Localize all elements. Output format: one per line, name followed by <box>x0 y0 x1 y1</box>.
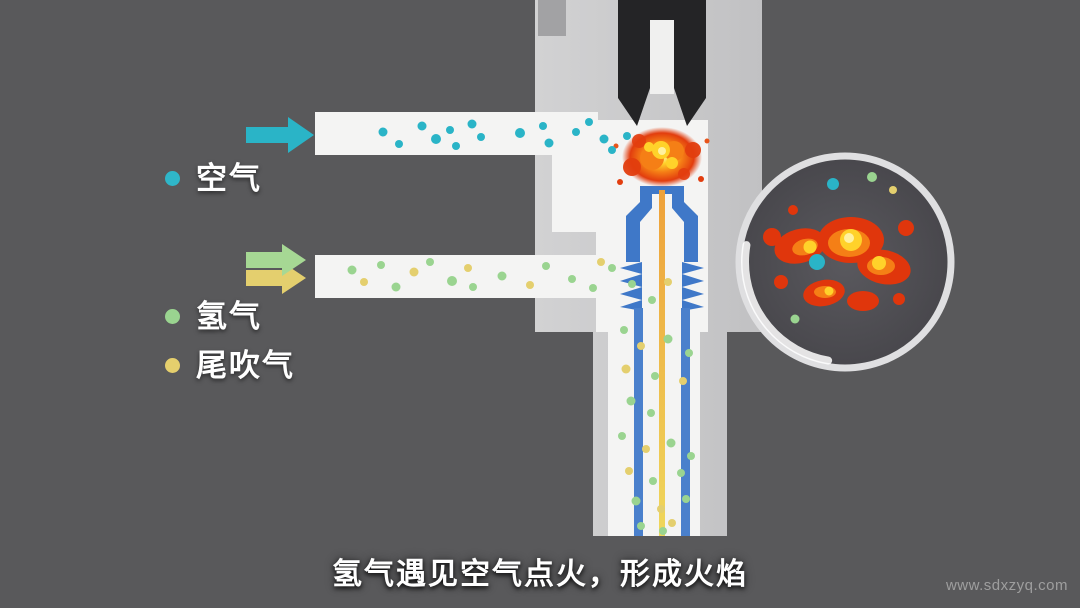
hydrogen-dot-icon <box>165 309 180 324</box>
funnel-slot <box>650 20 674 94</box>
tube-wall-left <box>634 308 643 536</box>
magnified-hydrogen-particle <box>867 172 877 182</box>
tube-wall-right <box>681 308 690 536</box>
legend-item-air: 空气 <box>165 163 262 194</box>
makeup-gas-dot-icon <box>165 358 180 373</box>
body-top-notch <box>538 0 566 36</box>
capillary-line <box>659 190 665 536</box>
hydrogen-channel <box>315 255 640 298</box>
legend-label-hydrogen: 氢气 <box>196 299 262 334</box>
legend-label-makeup-gas: 尾吹气 <box>196 348 295 383</box>
magnified-hydrogen-particle <box>790 314 800 324</box>
watermark: www.sdxzyq.com <box>945 577 1068 594</box>
flame <box>613 127 710 187</box>
legend-item-makeup-gas: 尾吹气 <box>165 350 295 381</box>
thread-left <box>620 262 642 311</box>
legend-item-hydrogen: 氢气 <box>165 301 262 332</box>
magnifier-highlight <box>741 158 949 366</box>
legend-label-air: 空气 <box>196 161 262 196</box>
air-particles <box>378 118 631 154</box>
magnified-air-particle <box>809 254 825 270</box>
magnified-makeup-particle <box>889 186 897 194</box>
collector-funnel <box>618 0 706 126</box>
makeup-gas-particles <box>360 258 687 527</box>
air-dot-icon <box>165 171 180 186</box>
magnified-flame <box>763 172 914 324</box>
hydrogen-particles <box>347 258 695 535</box>
magnified-air-particle <box>827 178 839 190</box>
subtitle-caption: 氢气遇见空气点火，形成火焰 <box>332 558 748 591</box>
thread-right <box>682 262 704 311</box>
hydrogen-flow-arrow <box>246 244 306 276</box>
magnifier <box>735 152 955 372</box>
air-flow-arrow <box>246 117 314 153</box>
